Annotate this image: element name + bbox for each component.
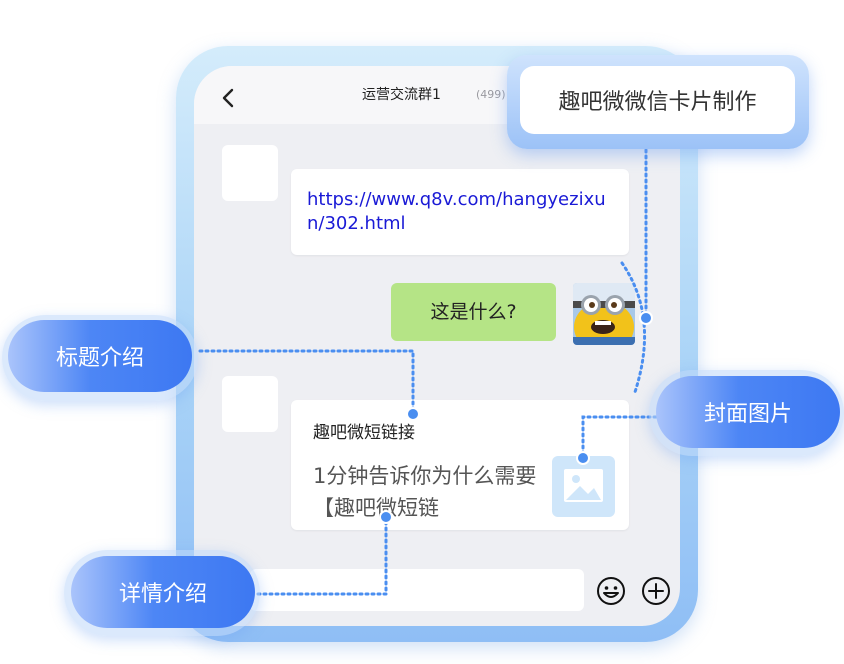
link-message-bubble[interactable] (291, 169, 629, 255)
image-placeholder-icon (552, 456, 615, 517)
avatar[interactable] (222, 145, 278, 201)
chat-title: 运营交流群1 (362, 87, 441, 103)
callout-card-production: 趣吧微微信卡片制作 (520, 66, 795, 134)
avatar[interactable] (222, 376, 278, 432)
message-input[interactable] (250, 569, 584, 611)
card-title: 趣吧微短链接 (313, 423, 415, 443)
callout-detail-intro: 详情介绍 (71, 556, 255, 628)
link-text[interactable]: https://www.q8v.com/hangyezixun/302.html (307, 189, 606, 234)
question-bubble[interactable] (391, 283, 556, 341)
avatar[interactable] (573, 283, 635, 345)
emoji-icon[interactable] (596, 576, 626, 606)
callout-cover-image: 封面图片 (656, 376, 840, 448)
card-description: 1分钟告诉你为什么需要【趣吧微短链 (313, 464, 537, 520)
plus-icon[interactable] (641, 576, 671, 606)
callout-title-intro: 标题介绍 (8, 320, 192, 392)
member-count: (499) (476, 88, 506, 101)
chevron-left-icon[interactable] (218, 86, 240, 110)
question-text: 这是什么? (430, 301, 517, 323)
